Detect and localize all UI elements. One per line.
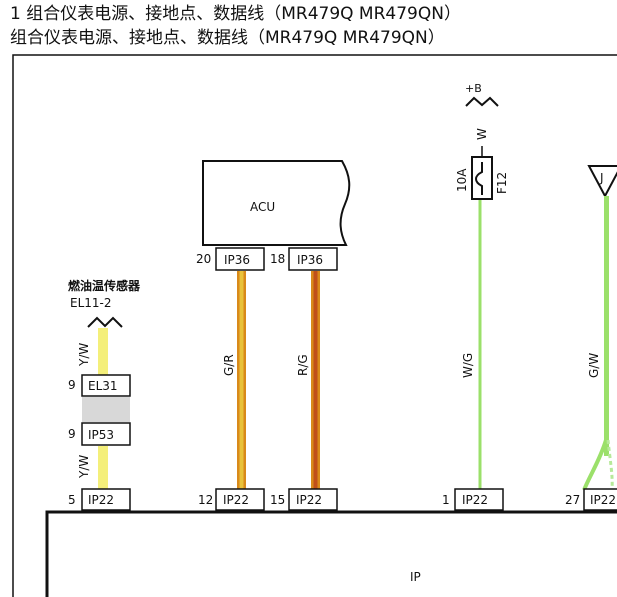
- wire-gw-bend: [582, 439, 608, 491]
- wire-gw: [604, 196, 609, 456]
- connector-ip22-d-label: IP22: [462, 493, 488, 507]
- wire-gw-bend-b: [606, 439, 614, 491]
- supply-terminal-symbol: [465, 96, 499, 107]
- ip22-c-pin-number: 15: [270, 493, 285, 507]
- connector-ip22-b-label: IP22: [223, 493, 249, 507]
- fuse-name: F12: [495, 172, 509, 194]
- acu-module-label: ACU: [250, 200, 275, 214]
- ip22-a-pin-number: 5: [68, 493, 76, 507]
- connector-ip53: [81, 422, 131, 446]
- connector-el31-label: EL31: [88, 379, 118, 393]
- wire-gr-core: [239, 271, 244, 489]
- connector-ip22-e: [583, 488, 617, 511]
- wire-wg-label: W/G: [461, 353, 475, 378]
- connector-ip22-e-label: IP22: [590, 493, 616, 507]
- wire-yw-lower: [98, 446, 108, 489]
- acu-module-box: [202, 160, 351, 246]
- connector-ip22-b: [215, 488, 265, 511]
- acu-connector-ip36-b: [288, 247, 338, 271]
- fuse-rating: 10A: [455, 168, 469, 192]
- fuse-box: [471, 156, 493, 200]
- wire-rg-core: [313, 271, 318, 489]
- wire-gr-label: G/R: [222, 354, 236, 376]
- connector-el31: [81, 374, 131, 397]
- ip22-d-pin-number: 1: [442, 493, 450, 507]
- ground-j-label: J: [599, 171, 604, 185]
- wire-yw-upper: [98, 328, 108, 376]
- wire-yw-lower-label: Y/W: [77, 455, 91, 479]
- connector-ip22-c: [288, 488, 338, 511]
- connector-ip22-a-label: IP22: [88, 493, 114, 507]
- sensor-terminal-symbol: [87, 316, 123, 328]
- wire-rg-label: R/G: [296, 354, 310, 376]
- connector-ip22-a: [81, 488, 131, 511]
- ip-module-label: IP: [410, 570, 421, 584]
- diagram-frame: [12, 54, 617, 597]
- ip22-e-pin-number: 27: [565, 493, 580, 507]
- ip-module-box: [45, 510, 617, 597]
- sensor-code: EL11-2: [70, 296, 112, 310]
- wire-wg: [478, 200, 482, 489]
- wire-yw-upper-label: Y/W: [77, 343, 91, 367]
- ip22-b-pin-number: 12: [198, 493, 213, 507]
- el31-pin-number: 9: [68, 378, 76, 392]
- connector-ip53-label: IP53: [88, 428, 114, 442]
- acu-connector-ip36-a-label: IP36: [224, 253, 250, 267]
- connector-ip22-c-label: IP22: [296, 493, 322, 507]
- ip53-pin-number: 9: [68, 427, 76, 441]
- acu-pin18-number: 18: [270, 252, 285, 266]
- wire-gw-label: G/W: [587, 353, 601, 378]
- acu-connector-ip36-b-label: IP36: [297, 253, 323, 267]
- connector-joint: [82, 397, 130, 422]
- supply-label: +B: [465, 82, 482, 95]
- page-subtitle: 组合仪表电源、接地点、数据线（MR479Q MR479QN）: [10, 28, 445, 48]
- page-title: 1 组合仪表电源、接地点、数据线（MR479Q MR479QN）: [10, 4, 461, 24]
- fuse-supply-wire-label: W: [475, 128, 489, 140]
- sensor-name: 燃油温传感器: [68, 278, 141, 293]
- ground-j-symbol: [587, 165, 617, 199]
- acu-pin20-number: 20: [196, 252, 211, 266]
- connector-ip22-d: [454, 488, 504, 511]
- fuse-element-icon: [475, 162, 483, 195]
- acu-connector-ip36-a: [215, 247, 265, 271]
